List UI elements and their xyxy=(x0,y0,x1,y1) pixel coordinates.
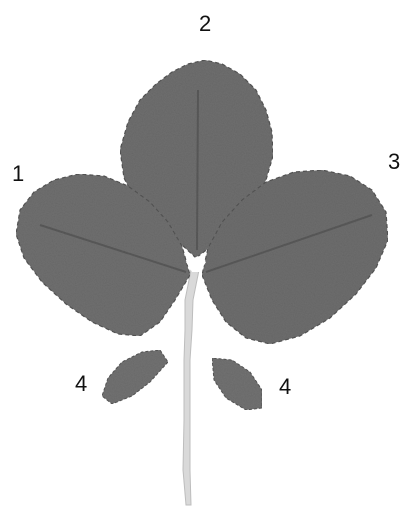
stipule-left-shape xyxy=(102,350,168,404)
stipule-right xyxy=(212,358,262,410)
stipule-right-shape xyxy=(212,358,262,410)
label-stipule-right: 4 xyxy=(279,376,291,398)
stipule-left xyxy=(102,350,168,404)
label-leaflet-top: 2 xyxy=(199,13,211,35)
label-stipule-left: 4 xyxy=(75,373,87,395)
stem-shape xyxy=(183,270,199,505)
label-leaflet-left: 1 xyxy=(12,163,24,185)
stem xyxy=(183,270,199,505)
label-leaflet-right: 3 xyxy=(388,151,400,173)
leaflet-top-midrib xyxy=(197,90,198,250)
